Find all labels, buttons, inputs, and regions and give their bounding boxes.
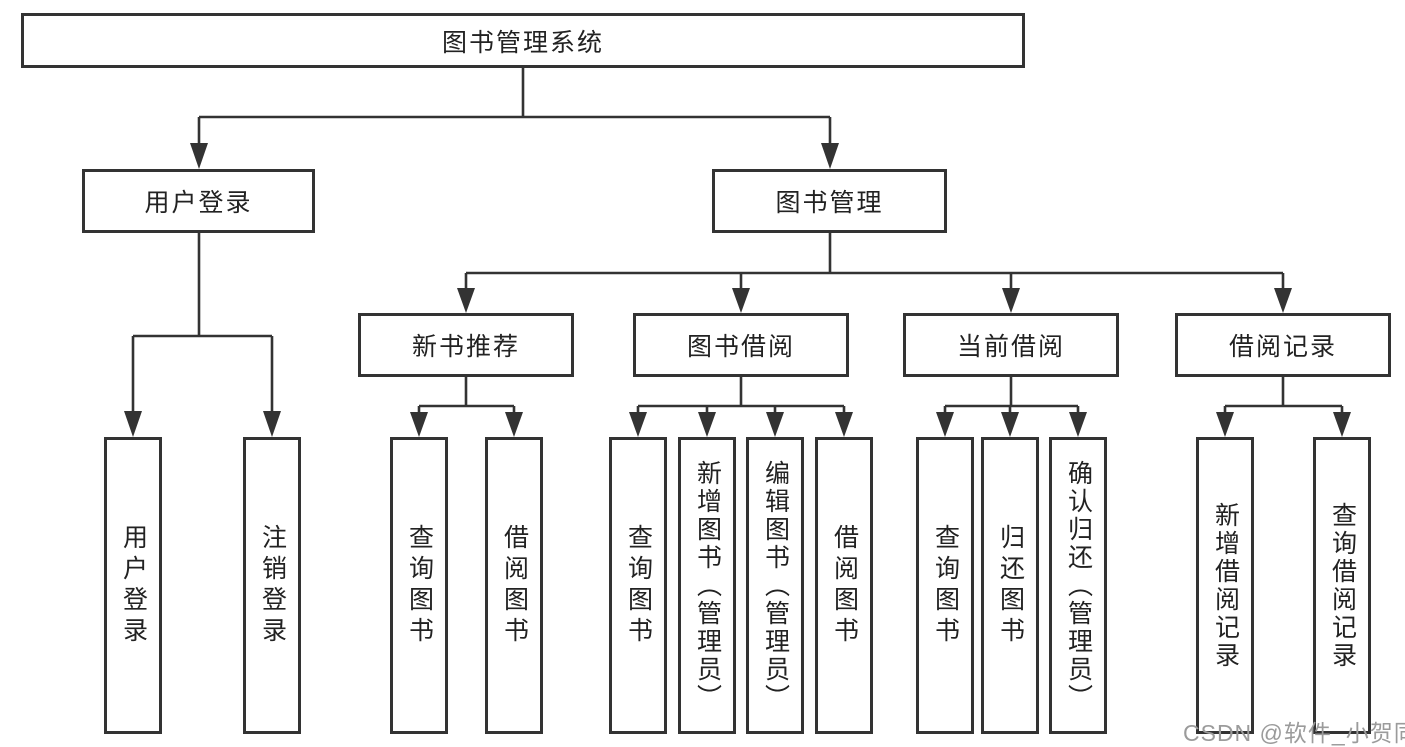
leaf-user-login-label: 用户登录 [119, 523, 148, 648]
node-root-library-system: 图书管理系统 [21, 13, 1025, 68]
node-user-login: 用户登录 [82, 169, 315, 233]
arrowhead-leaf-confirm-return [1069, 412, 1087, 437]
leaf-query-books-3-label: 查询图书 [931, 523, 960, 648]
leaf-confirm-return-admin: 确认归还（管理员） [1049, 437, 1107, 734]
leaf-add-borrow-record-label: 新增借阅记录 [1211, 501, 1240, 670]
leaf-return-books: 归还图书 [981, 437, 1039, 734]
node-borrowing-records-label: 借阅记录 [1228, 333, 1337, 361]
node-current-borrowing: 当前借阅 [903, 313, 1119, 377]
arrowhead-leaf-edit-book [766, 412, 784, 437]
node-new-book-recommendation: 新书推荐 [358, 313, 574, 377]
leaf-user-login: 用户登录 [104, 437, 162, 734]
leaf-edit-book-admin: 编辑图书（管理员） [746, 437, 804, 734]
node-book-management-label: 图书管理 [775, 189, 884, 217]
leaf-confirm-return-admin-label: 确认归还（管理员） [1064, 459, 1093, 712]
csdn-watermark: CSDN @软件_小贺同学 [1183, 720, 1405, 746]
node-borrowing-records: 借阅记录 [1175, 313, 1391, 377]
leaf-borrow-books-1-label: 借阅图书 [500, 523, 529, 648]
leaf-query-books-2-label: 查询图书 [624, 523, 653, 648]
leaf-query-borrow-record-label: 查询借阅记录 [1328, 501, 1357, 670]
arrowhead-leaf-query3 [936, 412, 954, 437]
arrowhead-borrow-records [1274, 288, 1292, 313]
leaf-add-book-admin: 新增图书（管理员） [678, 437, 736, 734]
leaf-query-books-1: 查询图书 [390, 437, 448, 734]
arrowhead-leaf-login [124, 411, 142, 437]
arrowhead-book-mgmt [821, 143, 839, 169]
node-new-book-recommendation-label: 新书推荐 [411, 333, 520, 361]
arrowhead-leaf-borrow2 [835, 412, 853, 437]
arrowheads [124, 143, 1351, 437]
arrowhead-new-book-rec [457, 288, 475, 313]
arrowhead-current-borrow [1002, 288, 1020, 313]
node-book-borrowing: 图书借阅 [633, 313, 849, 377]
arrowhead-leaf-add-record [1216, 412, 1234, 437]
leaf-logout: 注销登录 [243, 437, 301, 734]
leaf-query-borrow-record: 查询借阅记录 [1313, 437, 1371, 734]
leaf-query-books-2: 查询图书 [609, 437, 667, 734]
leaf-borrow-books-1: 借阅图书 [485, 437, 543, 734]
leaf-add-borrow-record: 新增借阅记录 [1196, 437, 1254, 734]
arrowhead-leaf-add-book [698, 412, 716, 437]
arrowhead-leaf-logout [263, 411, 281, 437]
leaf-edit-book-admin-label: 编辑图书（管理员） [761, 459, 790, 712]
node-root-label: 图书管理系统 [441, 28, 604, 57]
leaf-add-book-admin-label: 新增图书（管理员） [693, 459, 722, 712]
node-book-management: 图书管理 [712, 169, 947, 233]
leaf-query-books-1-label: 查询图书 [405, 523, 434, 648]
arrowhead-leaf-borrow1 [505, 412, 523, 437]
arrowhead-leaf-query2 [629, 412, 647, 437]
leaf-query-books-3: 查询图书 [916, 437, 974, 734]
leaf-borrow-books-2: 借阅图书 [815, 437, 873, 734]
arrowhead-leaf-return [1001, 412, 1019, 437]
arrowhead-book-borrow [732, 288, 750, 313]
arrowhead-leaf-query-record [1333, 412, 1351, 437]
leaf-borrow-books-2-label: 借阅图书 [830, 523, 859, 648]
arrowhead-leaf-query1 [410, 412, 428, 437]
node-user-login-label: 用户登录 [144, 189, 253, 217]
node-book-borrowing-label: 图书借阅 [686, 333, 795, 361]
leaf-return-books-label: 归还图书 [996, 523, 1025, 648]
leaf-logout-label: 注销登录 [258, 523, 287, 648]
node-current-borrowing-label: 当前借阅 [956, 333, 1065, 361]
arrowhead-user-login [190, 143, 208, 169]
